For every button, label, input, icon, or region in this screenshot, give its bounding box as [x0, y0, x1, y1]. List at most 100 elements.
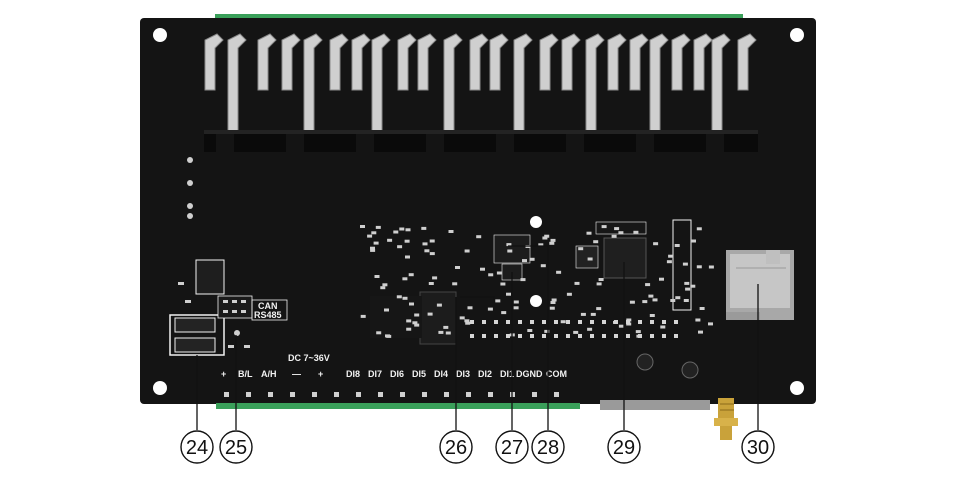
- smd-part: [596, 307, 602, 311]
- smd-part: [445, 331, 451, 335]
- terminal-pad: [224, 392, 229, 397]
- smd-part: [465, 321, 471, 325]
- solder-pin: [417, 33, 437, 91]
- smd-part: [452, 282, 458, 286]
- smd-part: [691, 239, 696, 243]
- smd-part: [550, 301, 556, 304]
- smd-part: [683, 299, 689, 302]
- smd-part: [578, 247, 584, 251]
- label-di4: DI4: [434, 369, 448, 379]
- header-pin: [566, 334, 570, 338]
- smd-part: [544, 234, 550, 238]
- smd-part: [629, 300, 635, 304]
- header-pin: [482, 334, 486, 338]
- sma-antenna-connector: [600, 398, 738, 440]
- header-pin: [674, 320, 678, 324]
- terminal-pad: [378, 392, 383, 397]
- terminal-pad: [356, 392, 361, 397]
- slot-tab: [216, 134, 234, 156]
- smd-part: [402, 296, 408, 300]
- terminal-pad: [312, 392, 317, 397]
- header-pin: [602, 320, 606, 324]
- smd-part: [429, 252, 435, 256]
- solder-pin: [671, 33, 691, 91]
- smd-part: [409, 302, 414, 306]
- smd-part: [593, 240, 599, 244]
- smd-part: [414, 323, 420, 327]
- header-pin: [578, 334, 582, 338]
- smd-part: [649, 314, 655, 317]
- smd-part: [560, 320, 566, 324]
- sd-card-slot: [726, 250, 794, 320]
- smd-part: [696, 265, 702, 269]
- smd-part: [370, 248, 376, 252]
- smd-part: [374, 275, 380, 278]
- smd-part: [404, 239, 410, 243]
- smd-part: [370, 246, 375, 250]
- mounting-hole-tr: [790, 28, 804, 42]
- smd-part: [685, 287, 691, 291]
- header-pin: [650, 334, 654, 338]
- smd-part: [367, 234, 373, 238]
- callout-label: 26: [445, 437, 467, 459]
- terminal-pad: [422, 392, 427, 397]
- smd-part: [384, 308, 389, 312]
- smd-part: [443, 325, 449, 329]
- smd-part: [501, 311, 507, 315]
- smd-part: [666, 260, 672, 264]
- smd-part: [698, 330, 703, 334]
- header-pin: [662, 334, 666, 338]
- slot-tab: [706, 134, 724, 156]
- header-pin: [590, 320, 594, 324]
- solder-pin: [539, 33, 559, 91]
- silk-labels: + B/L A/H DC 7~36V — + DI8 DI7 DI6 DI5 D…: [221, 353, 567, 379]
- smd-part: [399, 227, 405, 231]
- label-di7: DI7: [368, 369, 382, 379]
- label-com: COM: [546, 369, 567, 379]
- header-pin: [470, 334, 474, 338]
- terminal-pad: [554, 392, 559, 397]
- header-pin: [674, 334, 678, 338]
- label-bl: B/L: [238, 369, 253, 379]
- header-pin: [650, 320, 654, 324]
- smd-part: [360, 225, 365, 228]
- solder-pin: [737, 33, 757, 91]
- smd-part: [695, 318, 701, 322]
- smd-part: [488, 273, 494, 277]
- smd-part: [397, 245, 403, 249]
- smd-components: [360, 225, 714, 338]
- smd-part: [414, 313, 420, 317]
- solder-pin: [351, 33, 371, 91]
- label-rs485: RS485: [254, 310, 282, 320]
- label-dgnd: DGND: [516, 369, 543, 379]
- header-pin: [482, 320, 486, 324]
- smd-part: [549, 241, 555, 245]
- callout-label: 28: [537, 437, 559, 459]
- smd-part: [424, 249, 430, 253]
- smd-part: [598, 278, 604, 281]
- smd-part: [674, 244, 680, 247]
- header-pin: [638, 334, 642, 338]
- smd-part: [549, 306, 555, 310]
- smd-part: [360, 314, 366, 318]
- label-dc: DC 7~36V: [288, 353, 330, 363]
- smd-part: [476, 235, 482, 239]
- callout-label: 24: [186, 437, 208, 459]
- label-di6: DI6: [390, 369, 404, 379]
- left-vias: [187, 157, 193, 219]
- solder-pin: [489, 33, 509, 91]
- smd-part: [659, 277, 664, 281]
- solder-pin: [469, 33, 489, 91]
- smd-part: [633, 230, 639, 234]
- smd-part: [587, 257, 593, 261]
- smd-part: [540, 264, 546, 268]
- smd-part: [421, 226, 427, 230]
- callout-27: 27: [495, 430, 529, 464]
- bottom-terminal-strip: [216, 403, 580, 409]
- smd-part: [668, 254, 674, 258]
- terminal-pad: [444, 392, 449, 397]
- smd-part: [520, 278, 526, 282]
- callout-label: 30: [747, 437, 769, 459]
